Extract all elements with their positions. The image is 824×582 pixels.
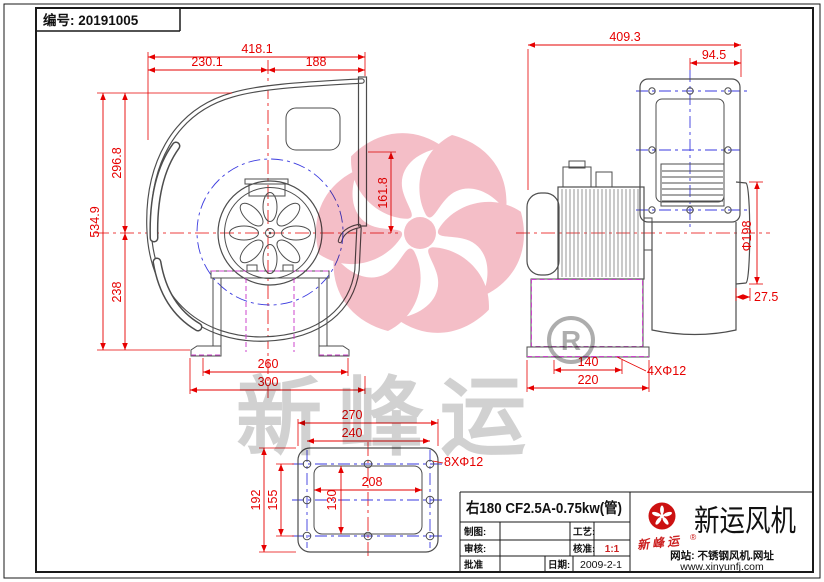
field-drawn: 制图: (464, 526, 486, 538)
model-designation: 右180 CF2.5A-0.75kw(管) (466, 499, 622, 517)
flange-bolt-holes (648, 87, 732, 214)
dim-front-base-inner: 260 (258, 357, 279, 371)
dim-flange-outer-height: 192 (249, 490, 263, 511)
louver (660, 163, 725, 207)
inlet-collar (735, 181, 751, 285)
dim-front-base-outer: 300 (258, 375, 279, 389)
field-approved: 批准 (464, 559, 484, 571)
support-bracket (190, 264, 350, 357)
brand-url: www.xinyunfj.com (679, 561, 764, 573)
motor-terminal-box (562, 166, 592, 188)
outlet-opening (655, 98, 725, 203)
date-value: 2009-2-1 (580, 559, 622, 571)
flange-holes (302, 459, 435, 541)
hub (265, 228, 275, 238)
side-view-dimensions: 409.3 94.5 Φ198 27.5 140 220 4XΦ12 (526, 30, 778, 392)
dim-side-collar-length: 27.5 (754, 290, 778, 304)
motor-fins (561, 189, 639, 277)
scale-value: 1:1 (605, 544, 620, 555)
brand-name: 新运风机 (694, 505, 796, 538)
side-view: 409.3 94.5 Φ198 27.5 140 220 4XΦ12 (516, 30, 778, 392)
field-ratify: 核准: (573, 543, 595, 555)
motor-end-cap (526, 192, 560, 276)
dim-flange-opening-w: 208 (362, 475, 383, 489)
field-checked: 审核: (464, 543, 486, 555)
flange-view: 270 240 8XΦ12 208 130 155 192 (249, 408, 483, 558)
dim-front-right-width: 188 (306, 55, 327, 69)
motor-shaft (643, 217, 653, 251)
dim-front-top-height: 296.8 (110, 147, 124, 178)
title-block: 右180 CF2.5A-0.75kw(管) 制图: 审核: 批准 工艺: 核准:… (459, 491, 813, 573)
brand-calligraphy: 新峰运 (636, 534, 682, 553)
dim-front-bottom-height: 238 (110, 282, 124, 303)
dim-side-inlet-diameter: Φ198 (740, 221, 754, 252)
flange-outer (297, 447, 439, 553)
dim-side-base-holes: 4XΦ12 (647, 364, 686, 378)
casing-cutout (285, 107, 341, 151)
dim-front-left-width: 230.1 (191, 55, 222, 69)
dim-flange-outer-width: 270 (342, 408, 363, 422)
field-process: 工艺: (573, 526, 595, 538)
dim-front-total-width: 418.1 (241, 42, 272, 56)
outlet-flange-plate (639, 78, 741, 223)
dim-flange-hole-span-w: 240 (342, 426, 363, 440)
dim-front-total-height: 534.9 (88, 206, 102, 237)
terminal-box (248, 183, 286, 197)
sheet-frame: 编号: 20191005 (3, 3, 821, 579)
watermark-r: R (561, 325, 581, 356)
dim-flange-hole-span-h: 155 (266, 490, 280, 511)
flange-view-dimensions: 270 240 8XΦ12 208 130 155 192 (249, 408, 483, 553)
watermark-text: 新峰运 (236, 370, 542, 466)
dim-flange-opening-h: 130 (325, 490, 339, 511)
watermark: R 新峰运 (236, 133, 595, 466)
watermark-pinwheel-icon (316, 133, 524, 333)
dim-side-total-width: 409.3 (609, 30, 640, 44)
dim-side-base-outer: 220 (578, 373, 599, 387)
dim-side-outlet-offset: 94.5 (702, 48, 726, 62)
flange-opening (313, 465, 423, 535)
dim-flange-holes: 8XΦ12 (444, 455, 483, 469)
registered-mark: ® (690, 532, 697, 542)
brand-logo-pinwheel-icon (648, 502, 676, 530)
serial-number: 编号: 20191005 (43, 12, 139, 28)
brand-website: 网站: 不锈钢风机.网址 (670, 549, 774, 562)
housing-drum (651, 222, 737, 336)
dim-side-base-inner: 140 (578, 355, 599, 369)
vent-petals (229, 192, 311, 274)
field-date-label: 日期: (548, 559, 570, 571)
watermark-registered-icon: R (547, 316, 595, 364)
